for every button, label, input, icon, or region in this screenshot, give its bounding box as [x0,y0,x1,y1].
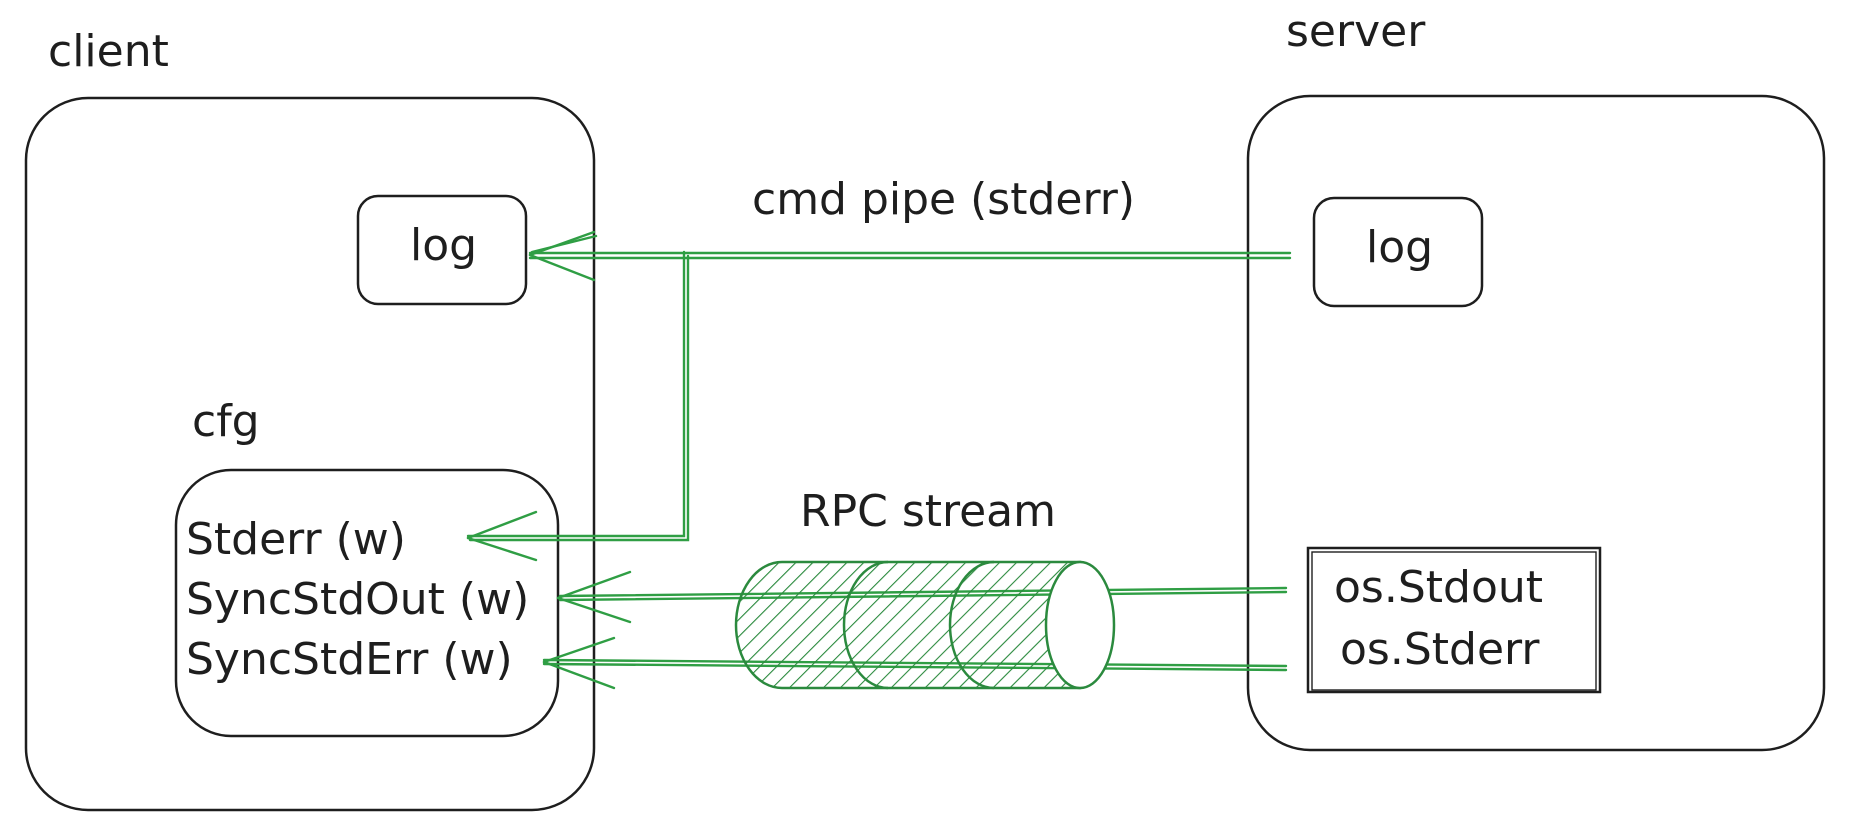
cfg-title: cfg [192,396,260,447]
os-stdout-label: os.Stdout [1334,562,1543,613]
cfg-sync-stderr-w: SyncStdErr (w) [186,634,513,685]
rpc-stream-cylinder [734,560,1116,690]
cfg-stderr-w: Stderr (w) [186,514,406,565]
client-box [24,96,596,812]
cfg-sync-stdout-w: SyncStdOut (w) [186,574,530,625]
client-title: client [48,26,169,77]
cmd-pipe-arrowhead-log [528,230,598,282]
rpc-stream-arrowhead-stderr [542,636,616,690]
rpc-stream-label: RPC stream [800,486,1057,537]
server-title: server [1286,6,1426,57]
server-box [1246,94,1826,752]
cmd-pipe-connector [466,250,1292,542]
cmd-pipe-label: cmd pipe (stderr) [752,174,1136,225]
cfg-box [174,468,560,738]
os-stderr-label: os.Stderr [1340,624,1540,675]
os-std-box-inner [1311,551,1597,691]
os-std-box [1306,546,1602,694]
client-log-box [356,194,528,306]
server-log-label: log [1366,222,1434,273]
client-log-label: log [410,220,478,271]
cmd-pipe-arrowhead-stderr [466,510,538,562]
rpc-stream-arrowhead-stdout [556,570,632,624]
server-log-box [1312,196,1484,308]
